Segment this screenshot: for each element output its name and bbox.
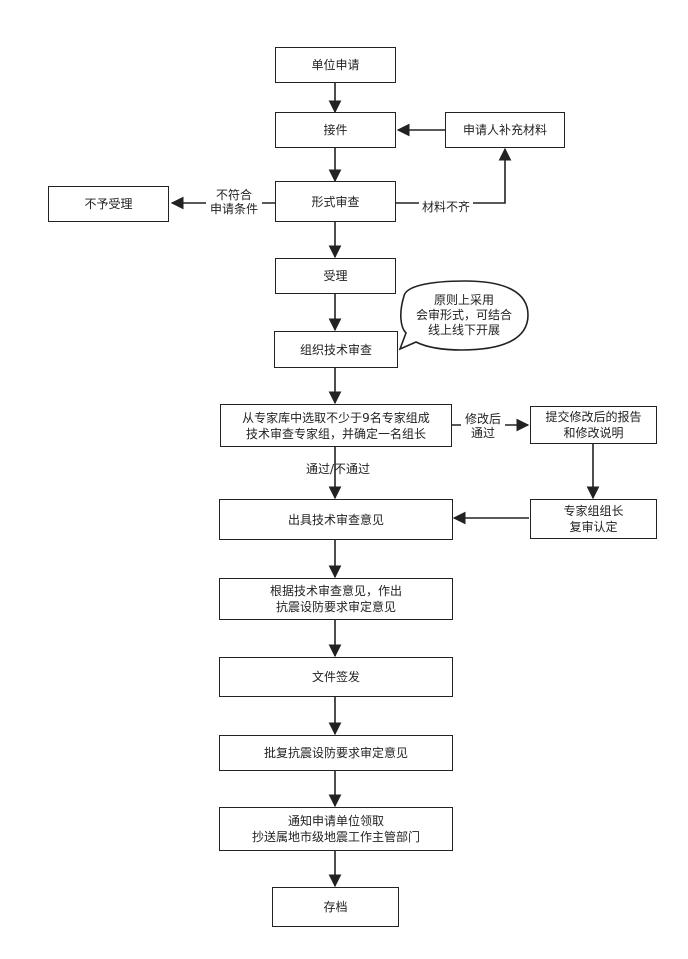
label-pass-fail: 通过/不通过: [305, 462, 371, 476]
node-make-decision: 根据技术审查意见，作出 抗震设防要求审定意见: [219, 578, 453, 620]
node-approve-opinion: 批复抗震设防要求审定意见: [219, 735, 453, 771]
node-notify-unit: 通知申请单位领取 抄送属地市级地震工作主管部门: [219, 807, 453, 851]
node-archive: 存档: [272, 887, 399, 927]
callout-bubble: [398, 280, 529, 351]
arrow-missing-material: [396, 147, 512, 204]
node-select-experts: 从专家库中选取不少于9名专家组成 技术审查专家组，并确定一名组长: [220, 404, 452, 447]
callout-text: 原则上采用 会审形式，可结合 线上线下开展: [415, 293, 512, 337]
node-sign-document: 文件签发: [219, 657, 453, 697]
node-supplement: 申请人补充材料: [445, 112, 565, 148]
node-reject: 不予受理: [48, 186, 169, 222]
label-revise-pass: 修改后 通过: [461, 412, 505, 440]
node-organize-review: 组织技术审查: [274, 331, 398, 368]
node-formal-review: 形式审查: [275, 181, 396, 222]
node-submit-revision: 提交修改后的报告 和修改说明: [530, 406, 657, 444]
label-not-qualified: 不符合 申请条件: [206, 188, 262, 216]
label-missing-material: 材料不齐: [419, 200, 473, 214]
node-leader-recheck: 专家组组长 复审认定: [530, 499, 657, 539]
node-receive: 接件: [275, 112, 396, 148]
node-unit-apply: 单位申请: [275, 47, 396, 83]
node-issue-opinion: 出具技术审查意见: [219, 499, 453, 540]
node-accept: 受理: [275, 258, 396, 294]
